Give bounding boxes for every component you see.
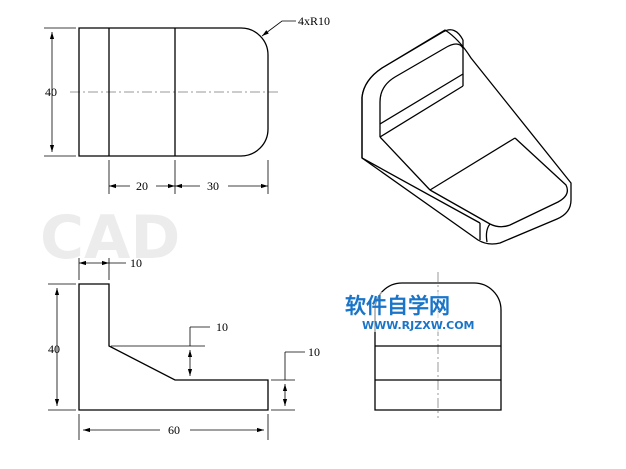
iso-wall-inner-curve: [379, 43, 464, 124]
dim-top-left-text: 20: [136, 179, 148, 193]
brand-url-text: WWW.RJZXW.COM: [362, 319, 475, 332]
iso-outline: [361, 29, 572, 245]
front-view: [78, 283, 269, 411]
radius-note-text: 4xR10: [298, 14, 330, 28]
iso-front-corner: [485, 223, 491, 243]
dim-total-width-text: 60: [168, 423, 180, 437]
isometric-view: [361, 29, 572, 245]
top-view-outline: [78, 27, 269, 157]
brand-cn-text: 软件自学网: [345, 294, 450, 318]
dim-wall-thickness-text: 10: [130, 256, 142, 270]
iso-wall-top-edge: [361, 29, 464, 98]
iso-slope-crease: [379, 85, 464, 138]
dim-slope-rise-text: 10: [216, 320, 228, 334]
iso-front-bottom: [361, 157, 481, 224]
dim-base-thickness-text: 10: [308, 345, 320, 359]
brand-watermark: 软件自学网 WWW.RJZXW.COM: [343, 292, 493, 332]
radius-leader: [261, 20, 296, 37]
front-view-outline: [78, 283, 269, 411]
top-view-dimensions: [44, 20, 296, 194]
iso-slope-bottom: [429, 137, 516, 191]
dim-top-right-text: 30: [207, 179, 219, 193]
watermark-cad-text: CAD: [40, 203, 180, 273]
watermark: CAD: [40, 203, 180, 273]
iso-floor-front: [429, 137, 569, 228]
dim-top-height-text: 40: [45, 85, 57, 99]
top-view: [70, 27, 278, 157]
front-view-dimensions: [48, 258, 305, 440]
dim-front-height-text: 40: [48, 342, 60, 356]
